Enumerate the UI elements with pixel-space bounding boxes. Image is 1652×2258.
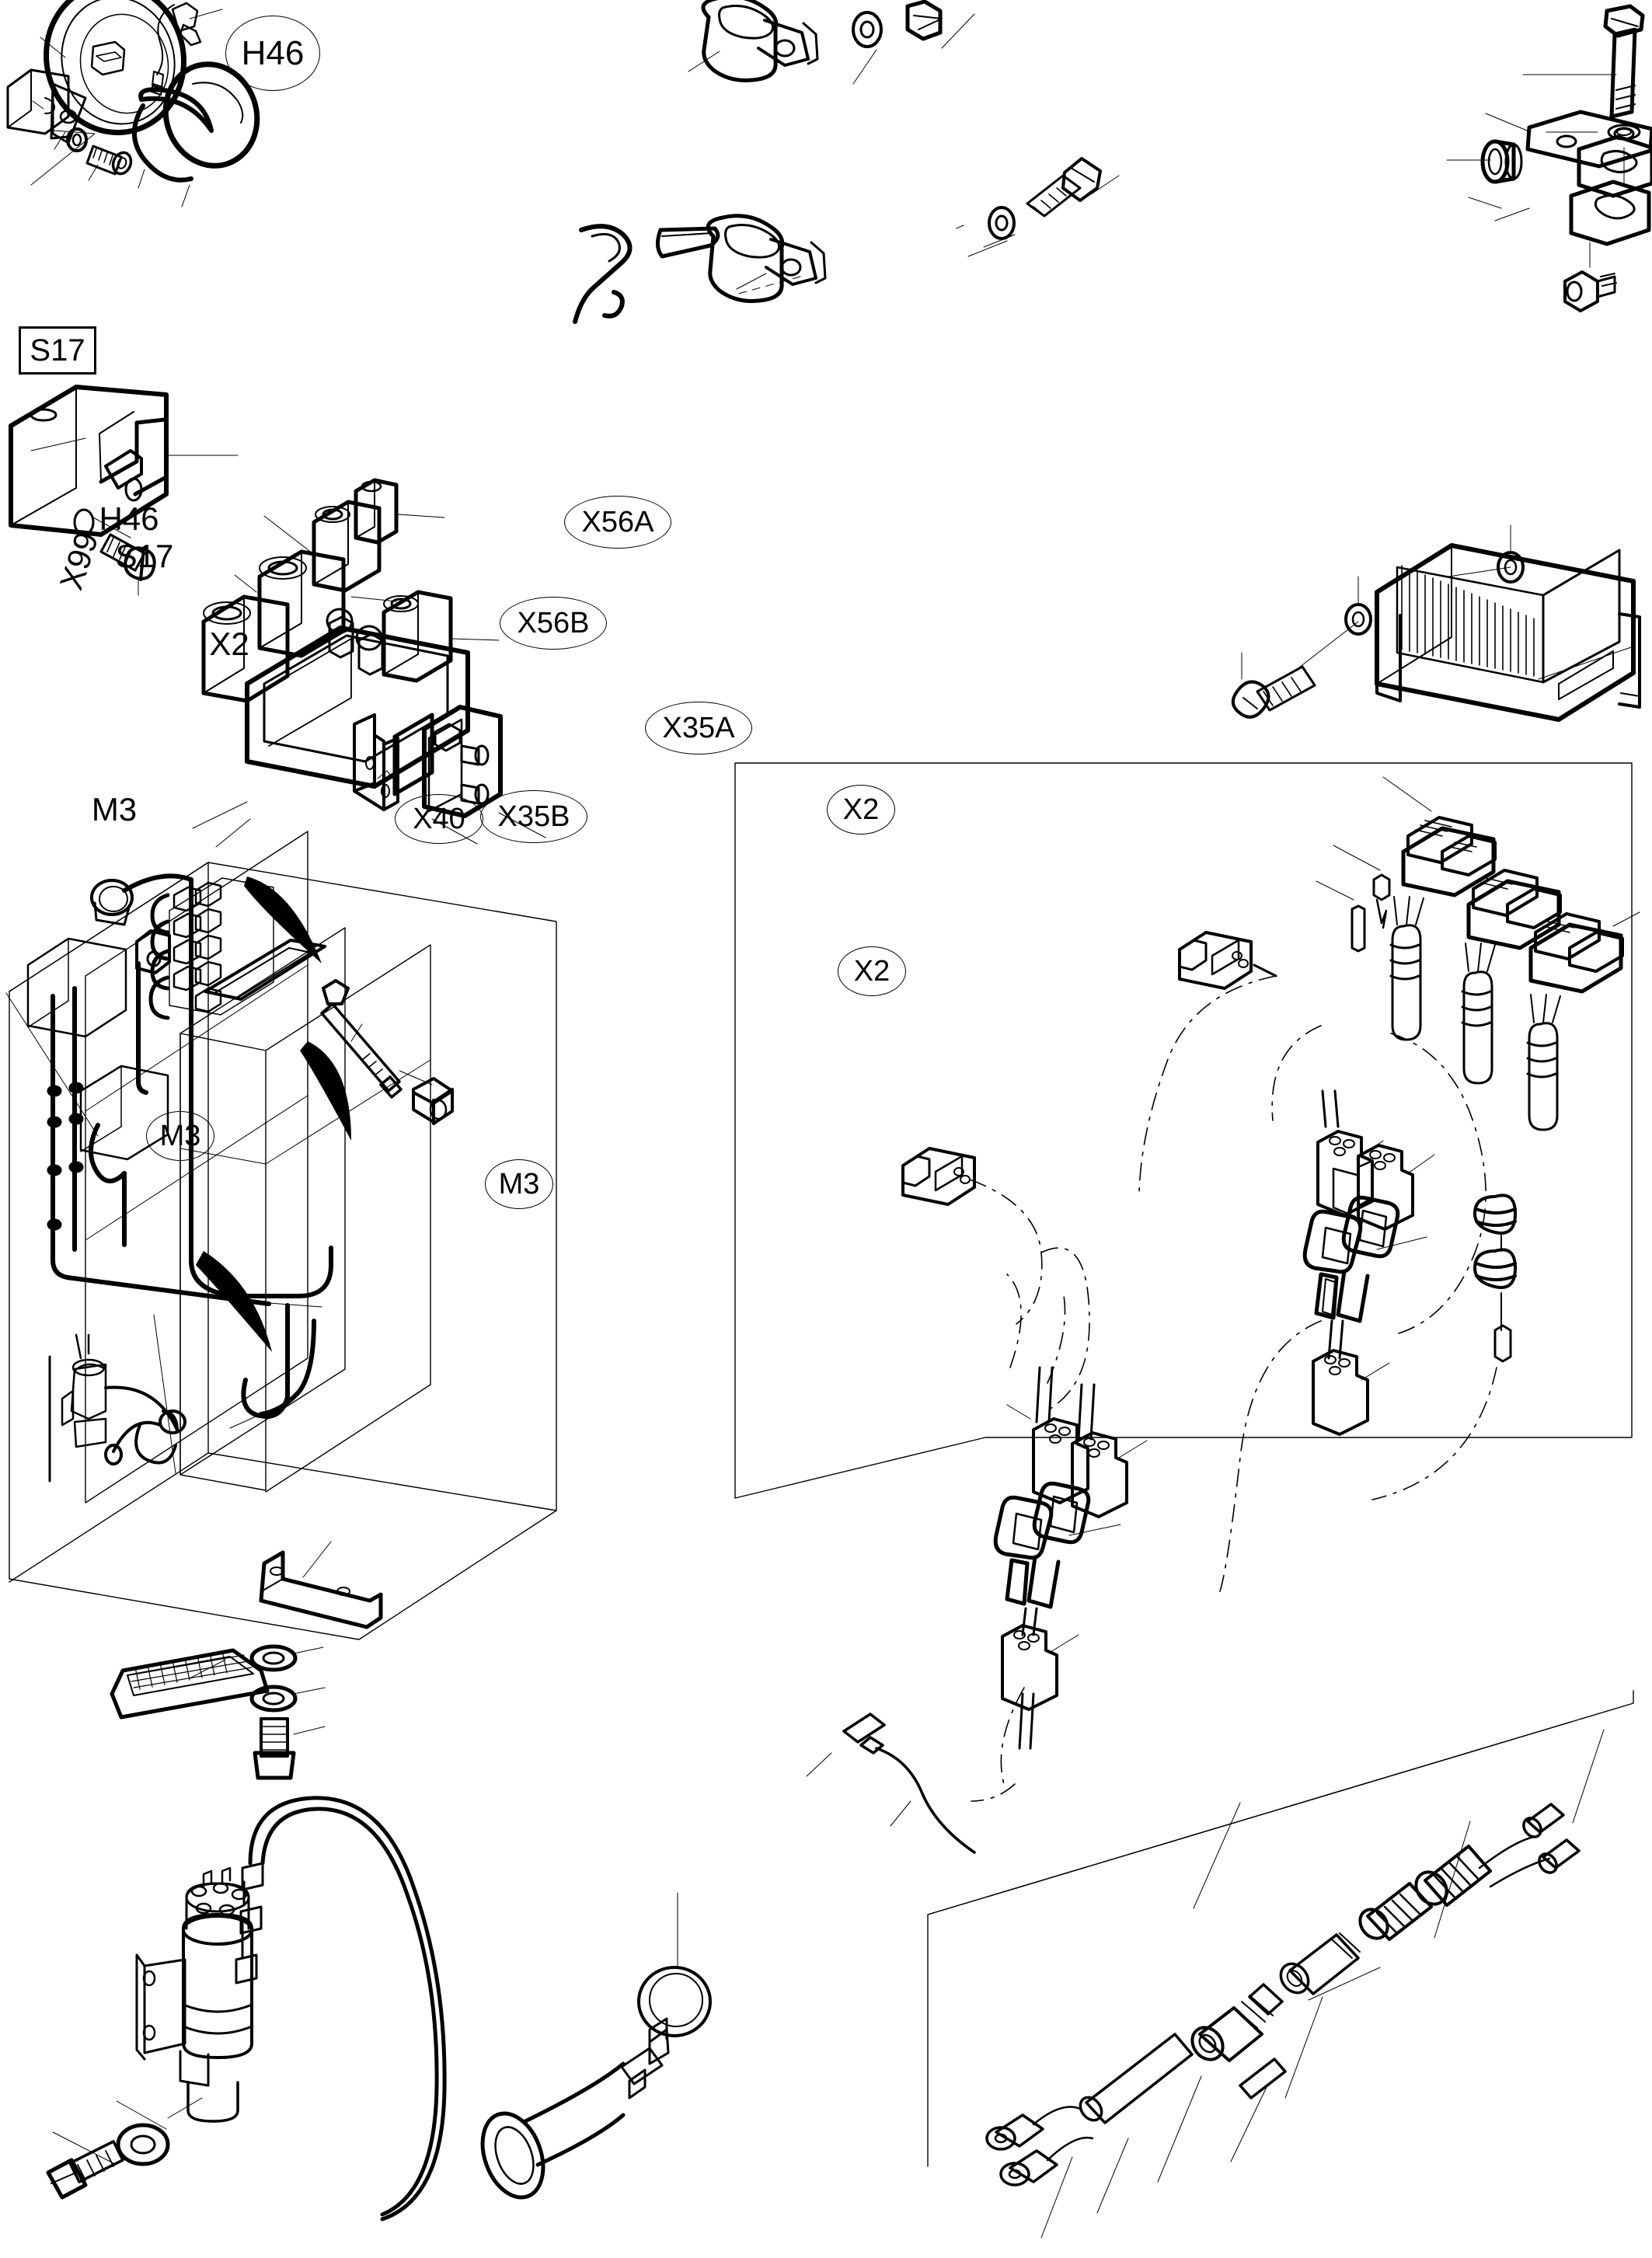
cabinet-assembly	[5, 831, 557, 1640]
callout-x2-right: X2	[827, 785, 895, 835]
callout-x2-lower: X2	[838, 946, 906, 996]
pipe-clamps	[688, 0, 1120, 303]
callout-h46-top: H46	[225, 16, 320, 91]
cable-gland-assembly	[985, 1729, 1605, 2239]
upper-right-bracket	[1446, 4, 1652, 246]
callout-x2-cabinet: X2	[209, 625, 249, 662]
radiator-module	[1231, 242, 1641, 722]
callout-x56a: X56A	[564, 496, 671, 549]
connector-blocks	[1316, 776, 1640, 1363]
callout-m3-compressor: M3	[146, 1111, 214, 1161]
lower-harness-panel-outline	[927, 1690, 1634, 2167]
compressor-horn-assembly	[46, 1796, 712, 2221]
callout-h46-cabinet: H46	[99, 500, 159, 537]
relay-box-s17	[9, 385, 239, 596]
callout-s17-box: S17	[19, 326, 96, 375]
callout-m3-cable: M3	[485, 1159, 553, 1209]
callout-x56b: X56B	[500, 597, 607, 650]
callout-x35a: X35A	[645, 702, 752, 754]
harness-connectors	[806, 931, 1497, 1854]
horn-assembly	[6, 0, 260, 207]
callout-x35b: X35B	[480, 790, 587, 843]
fuse-block-set	[192, 478, 546, 848]
harness-panel-outline	[734, 762, 1633, 1499]
callout-x40: X40	[395, 794, 483, 844]
cable-tie-and-sleeve	[573, 224, 720, 324]
callout-m3-cabinet: M3	[91, 791, 138, 828]
cabinet-hardware	[110, 979, 454, 1780]
callout-s17-cabinet: S17	[115, 538, 174, 574]
